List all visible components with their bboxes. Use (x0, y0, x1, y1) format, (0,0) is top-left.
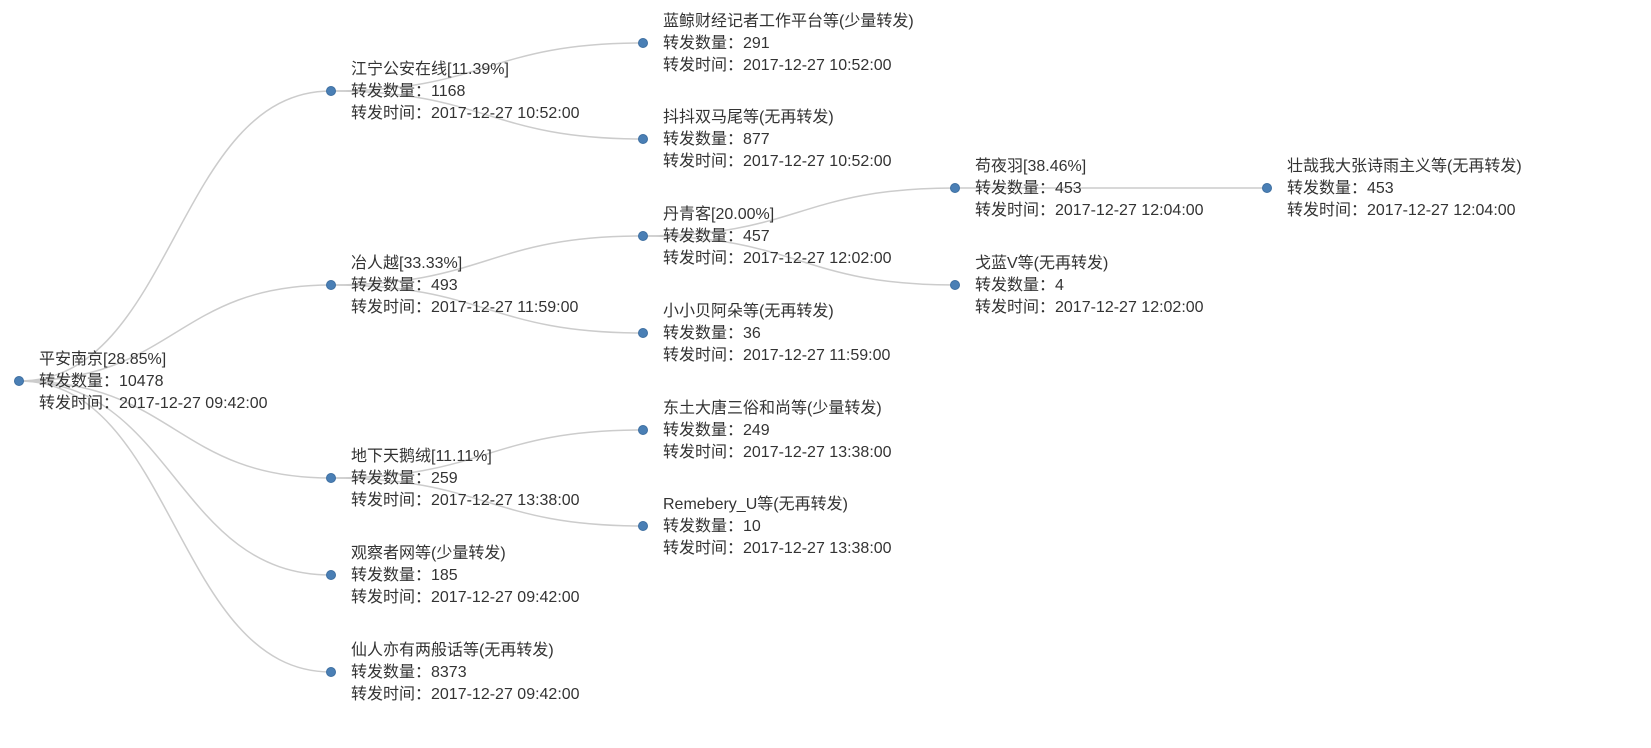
node-repost-count: 转发数量：877 (663, 131, 770, 148)
tree-node-label: 抖抖双马尾等(无再转发) 转发数量：877 转发时间：2017-12-27 10:5… (663, 107, 892, 173)
link-n0-n4 (18, 380, 332, 576)
tree-node-dot[interactable] (638, 231, 648, 241)
node-repost-time: 转发时间：2017-12-27 13:38:00 (663, 540, 892, 557)
link-n8-n12 (642, 187, 956, 237)
node-name: 地下天鹅绒[11.11%] (351, 448, 492, 465)
node-repost-count: 转发数量：457 (663, 228, 770, 245)
node-name: Remebery_U等(无再转发) (663, 496, 848, 513)
node-repost-time: 转发时间：2017-12-27 10:52:00 (663, 153, 892, 170)
tree-node-dot[interactable] (326, 667, 336, 677)
node-repost-time: 转发时间：2017-12-27 12:02:00 (663, 250, 892, 267)
node-repost-time: 转发时间：2017-12-27 13:38:00 (351, 492, 580, 509)
tree-node-label: 地下天鹅绒[11.11%] 转发数量：259 转发时间：2017-12-27 13:… (351, 446, 580, 512)
node-repost-time: 转发时间：2017-12-27 10:52:00 (663, 57, 892, 74)
node-name: 江宁公安在线[11.39%] (351, 61, 509, 78)
tree-node-label: 冶人越[33.33%] 转发数量：493 转发时间：2017-12-27 11:59… (351, 253, 578, 319)
node-name: 抖抖双马尾等(无再转发) (663, 109, 834, 126)
tree-node-label: 丹青客[20.00%] 转发数量：457 转发时间：2017-12-27 12:02… (663, 204, 892, 270)
node-name: 平安南京[28.85%] (39, 351, 167, 368)
node-name: 壮哉我大张诗雨主义等(无再转发) (1287, 158, 1522, 175)
node-repost-count: 转发数量：493 (351, 277, 458, 294)
node-repost-count: 转发数量：259 (351, 470, 458, 487)
tree-node-dot[interactable] (638, 134, 648, 144)
tree-node-label: 江宁公安在线[11.39%] 转发数量：1168 转发时间：2017-12-27 1… (351, 59, 580, 125)
node-repost-time: 转发时间：2017-12-27 09:42:00 (351, 686, 580, 703)
node-name: 冶人越[33.33%] (351, 255, 463, 272)
node-name: 丹青客[20.00%] (663, 206, 775, 223)
tree-node-dot[interactable] (326, 280, 336, 290)
node-repost-count: 转发数量：4 (975, 277, 1064, 294)
link-n0-n3 (18, 380, 332, 479)
node-repost-count: 转发数量：1168 (351, 83, 466, 100)
node-repost-count: 转发数量：291 (663, 35, 770, 52)
node-repost-time: 转发时间：2017-12-27 09:42:00 (39, 395, 268, 412)
node-name: 东土大唐三俗和尚等(少量转发) (663, 400, 882, 417)
tree-node-label: 平安南京[28.85%] 转发数量：10478 转发时间：2017-12-27 09… (39, 349, 268, 415)
tree-node-label: 戈蓝V等(无再转发) 转发数量：4 转发时间：2017-12-27 12:02:00 (975, 253, 1204, 319)
node-repost-time: 转发时间：2017-12-27 12:04:00 (975, 202, 1204, 219)
link-n0-n5 (18, 380, 332, 673)
tree-node-dot[interactable] (638, 521, 648, 531)
node-repost-time: 转发时间：2017-12-27 12:02:00 (975, 299, 1204, 316)
link-n3-n10 (330, 429, 644, 479)
tree-node-dot[interactable] (950, 183, 960, 193)
link-n8-n13 (642, 235, 956, 286)
node-repost-count: 转发数量：453 (1287, 180, 1394, 197)
tree-node-dot[interactable] (638, 328, 648, 338)
link-n2-n8 (330, 235, 644, 286)
node-repost-count: 转发数量：8373 (351, 664, 467, 681)
link-n0-n1 (18, 90, 332, 382)
node-repost-count: 转发数量：185 (351, 567, 458, 584)
link-n0-n2 (18, 284, 332, 382)
tree-node-label: 小小贝阿朵等(无再转发) 转发数量：36 转发时间：2017-12-27 11:59… (663, 301, 890, 367)
node-repost-time: 转发时间：2017-12-27 09:42:00 (351, 589, 580, 606)
tree-node-dot[interactable] (326, 473, 336, 483)
tree-node-dot[interactable] (326, 570, 336, 580)
tree-node-dot[interactable] (638, 425, 648, 435)
tree-node-label: 东土大唐三俗和尚等(少量转发) 转发数量：249 转发时间：2017-12-27 1… (663, 398, 892, 464)
tree-node-dot[interactable] (14, 376, 24, 386)
tree-node-label: 壮哉我大张诗雨主义等(无再转发) 转发数量：453 转发时间：2017-12-27 … (1287, 156, 1522, 222)
tree-node-dot[interactable] (950, 280, 960, 290)
link-n3-n11 (330, 477, 644, 527)
node-name: 观察者网等(少量转发) (351, 545, 506, 562)
link-n2-n9 (330, 284, 644, 334)
node-repost-count: 转发数量：249 (663, 422, 770, 439)
tree-node-label: 观察者网等(少量转发) 转发数量：185 转发时间：2017-12-27 09:42… (351, 543, 580, 609)
node-repost-count: 转发数量：36 (663, 325, 761, 342)
link-n1-n7 (330, 90, 644, 140)
node-repost-time: 转发时间：2017-12-27 11:59:00 (663, 347, 891, 364)
tree-node-dot[interactable] (638, 38, 648, 48)
tree-node-label: 仙人亦有两般话等(无再转发) 转发数量：8373 转发时间：2017-12-27 0… (351, 640, 580, 706)
node-repost-time: 转发时间：2017-12-27 10:52:00 (351, 105, 580, 122)
tree-node-label: Remebery_U等(无再转发) 转发数量：10 转发时间：2017-12-27 … (663, 494, 892, 560)
node-name: 仙人亦有两般话等(无再转发) (351, 642, 554, 659)
node-repost-time: 转发时间：2017-12-27 11:59:00 (351, 299, 579, 316)
node-name: 戈蓝V等(无再转发) (975, 255, 1109, 272)
node-repost-count: 转发数量：10 (663, 518, 761, 535)
tree-node-label: 蓝鲸财经记者工作平台等(少量转发) 转发数量：291 转发时间：2017-12-27… (663, 11, 914, 77)
node-repost-time: 转发时间：2017-12-27 12:04:00 (1287, 202, 1516, 219)
link-n1-n6 (330, 42, 644, 92)
tree-node-dot[interactable] (326, 86, 336, 96)
node-name: 苟夜羽[38.46%] (975, 158, 1087, 175)
node-name: 小小贝阿朵等(无再转发) (663, 303, 834, 320)
node-repost-count: 转发数量：453 (975, 180, 1082, 197)
tree-node-dot[interactable] (1262, 183, 1272, 193)
tree-node-label: 苟夜羽[38.46%] 转发数量：453 转发时间：2017-12-27 12:04… (975, 156, 1204, 222)
node-repost-time: 转发时间：2017-12-27 13:38:00 (663, 444, 892, 461)
node-name: 蓝鲸财经记者工作平台等(少量转发) (663, 13, 914, 30)
node-repost-count: 转发数量：10478 (39, 373, 164, 390)
